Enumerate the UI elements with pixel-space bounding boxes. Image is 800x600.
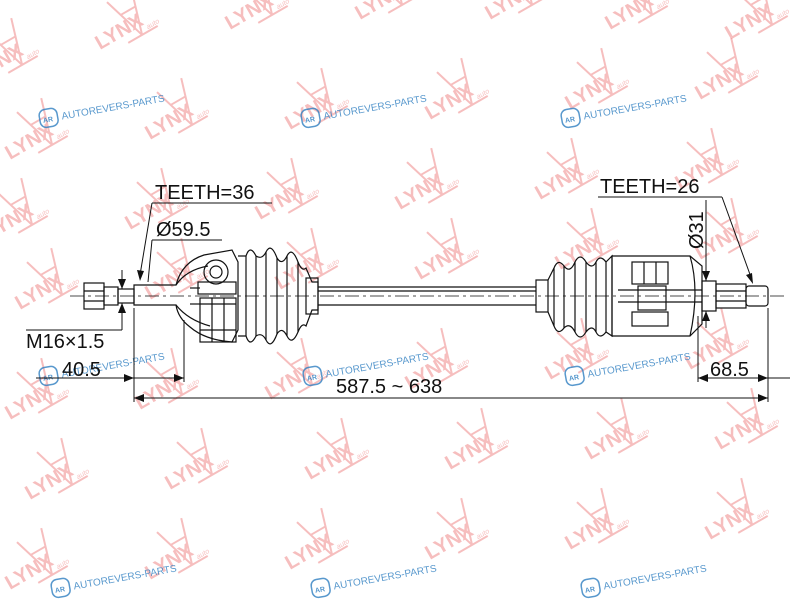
svg-text:LYNX: LYNX [12, 269, 68, 314]
svg-text:LYNX: LYNX [582, 419, 638, 464]
svg-text:LYNX: LYNX [412, 239, 468, 284]
labels: TEETH=36 Ø59.5 TEETH=26 Ø31 M16×1.5 40.5… [26, 176, 749, 398]
svg-text:AUTOREVERS-PARTS: AUTOREVERS-PARTS [333, 563, 438, 592]
svg-text:LYNX: LYNX [302, 439, 358, 484]
svg-text:LYNX: LYNX [2, 119, 58, 164]
svg-text:LYNX: LYNX [422, 79, 478, 124]
diameter-right-label: Ø31 [686, 211, 708, 249]
svg-text:LYNX: LYNX [562, 509, 618, 554]
svg-text:LYNX: LYNX [282, 529, 338, 574]
svg-text:AR: AR [565, 116, 576, 125]
dimension-lines [26, 196, 790, 402]
svg-text:auto: auto [406, 0, 421, 1]
svg-text:AUTOREVERS-PARTS: AUTOREVERS-PARTS [603, 563, 708, 592]
svg-text:LYNX: LYNX [92, 9, 148, 54]
svg-text:LYNX: LYNX [702, 499, 758, 544]
svg-text:LYNX: LYNX [352, 0, 408, 24]
outer-cv-joint [133, 249, 239, 343]
svg-text:AR: AR [307, 374, 318, 383]
autorevers-watermark: AR AUTOREVERS-PARTS [580, 563, 708, 599]
drive-shaft [70, 247, 785, 345]
inner-spline-stub [701, 280, 769, 312]
svg-text:LYNX: LYNX [132, 369, 188, 414]
svg-text:LYNX: LYNX [2, 379, 58, 424]
svg-text:AR: AR [569, 374, 580, 383]
svg-text:AR: AR [43, 116, 54, 125]
inner-cv-joint [611, 255, 703, 337]
outer-boot [238, 247, 319, 345]
svg-text:AR: AR [315, 586, 326, 595]
svg-text:LYNX: LYNX [552, 229, 608, 274]
svg-text:LYNX: LYNX [22, 459, 78, 504]
svg-text:LYNX: LYNX [712, 409, 768, 454]
length-total-label: 587.5 ~ 638 [336, 376, 442, 398]
autorevers-watermark: AR AUTOREVERS-PARTS [310, 563, 438, 599]
svg-text:AR: AR [305, 116, 316, 125]
svg-text:LYNX: LYNX [482, 0, 538, 24]
svg-text:auto: auto [276, 0, 291, 11]
svg-text:LYNX: LYNX [392, 169, 448, 214]
svg-text:auto: auto [536, 0, 551, 1]
svg-text:AR: AR [585, 586, 596, 595]
svg-text:auto: auto [656, 0, 671, 11]
svg-text:LYNX: LYNX [252, 179, 308, 224]
inner-boot [535, 254, 613, 338]
svg-text:LYNX: LYNX [162, 449, 218, 494]
svg-text:LYNX: LYNX [422, 519, 478, 564]
svg-text:AUTOREVERS-PARTS: AUTOREVERS-PARTS [323, 93, 428, 122]
svg-text:LYNX: LYNX [442, 429, 498, 474]
svg-text:AUTOREVERS-PARTS: AUTOREVERS-PARTS [61, 93, 166, 122]
teeth-left-label: TEETH=36 [155, 182, 254, 204]
svg-text:LYNX: LYNX [722, 0, 778, 44]
svg-text:LYNX: LYNX [0, 39, 28, 84]
teeth-right-label: TEETH=26 [600, 176, 699, 198]
svg-text:LYNX: LYNX [2, 549, 58, 594]
thread-label: M16×1.5 [26, 331, 104, 353]
svg-text:LYNX: LYNX [692, 59, 748, 104]
diameter-left-label: Ø59.5 [156, 219, 210, 241]
svg-text:LYNX: LYNX [532, 159, 588, 204]
svg-text:AR: AR [55, 586, 66, 595]
length-left-label: 40.5 [62, 359, 101, 381]
shaft-bar [318, 286, 536, 306]
length-right-label: 68.5 [710, 359, 749, 381]
